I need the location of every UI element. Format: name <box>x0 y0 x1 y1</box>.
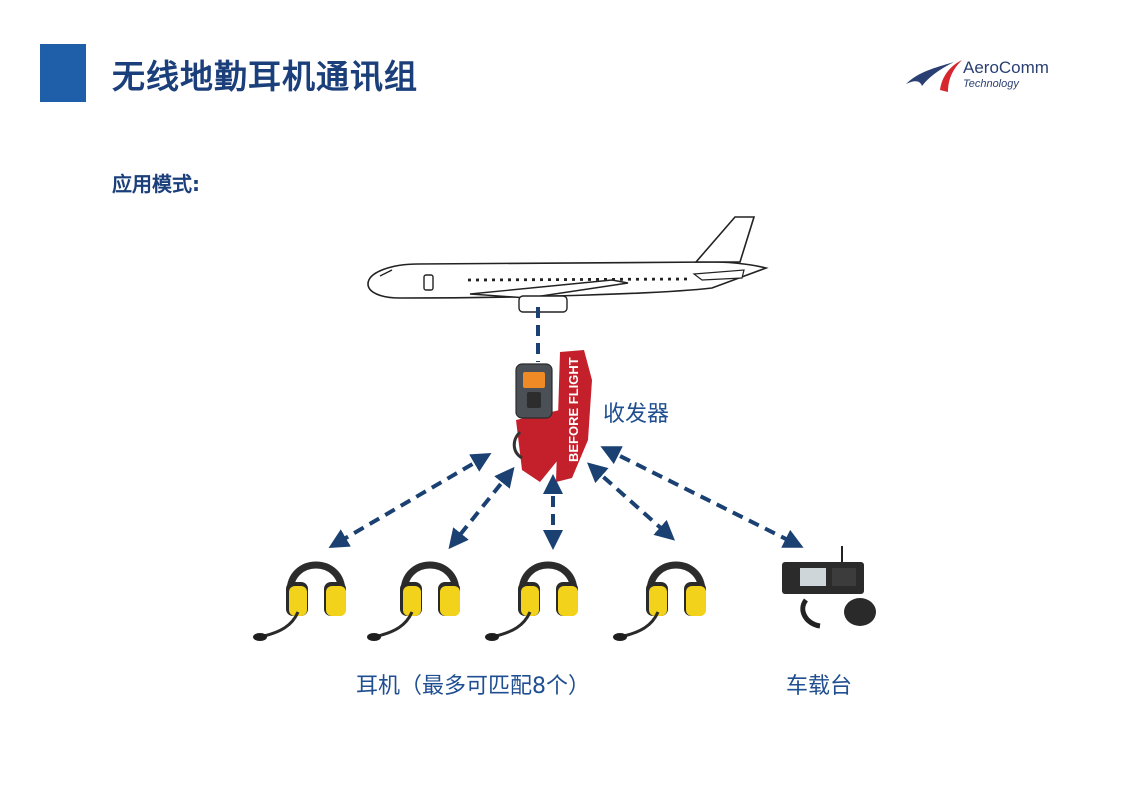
link-arrow-headset-1 <box>328 452 492 549</box>
link-arrow-vehicle <box>600 446 804 548</box>
headset-icon <box>367 565 460 641</box>
banner-text: BEFORE FLIGHT <box>566 357 581 462</box>
transceiver-icon: BEFORE FLIGHT <box>512 350 592 482</box>
link-arrow-headset-2 <box>448 466 515 550</box>
page-title: 无线地勤耳机通讯组 <box>112 57 418 96</box>
logo-swoosh-icon <box>906 60 962 92</box>
vehicle-radio-label: 车载台 <box>786 674 853 699</box>
airplane-icon <box>367 216 769 313</box>
title-accent-bar <box>40 44 86 102</box>
headset-icon <box>485 565 578 641</box>
vehicle-radio-icon <box>782 546 876 629</box>
transceiver-label: 收发器 <box>603 402 670 427</box>
headsets-label: 耳机（最多可匹配8个） <box>356 674 590 699</box>
headset-icon <box>253 565 346 641</box>
logo-tagline: Technology <box>963 78 1019 90</box>
section-subtitle: 应用模式: <box>112 172 200 196</box>
aerocomm-logo: AeroComm Technology <box>904 56 1054 96</box>
logo-wordmark: AeroComm <box>963 58 1049 77</box>
headset-icon <box>613 565 706 641</box>
